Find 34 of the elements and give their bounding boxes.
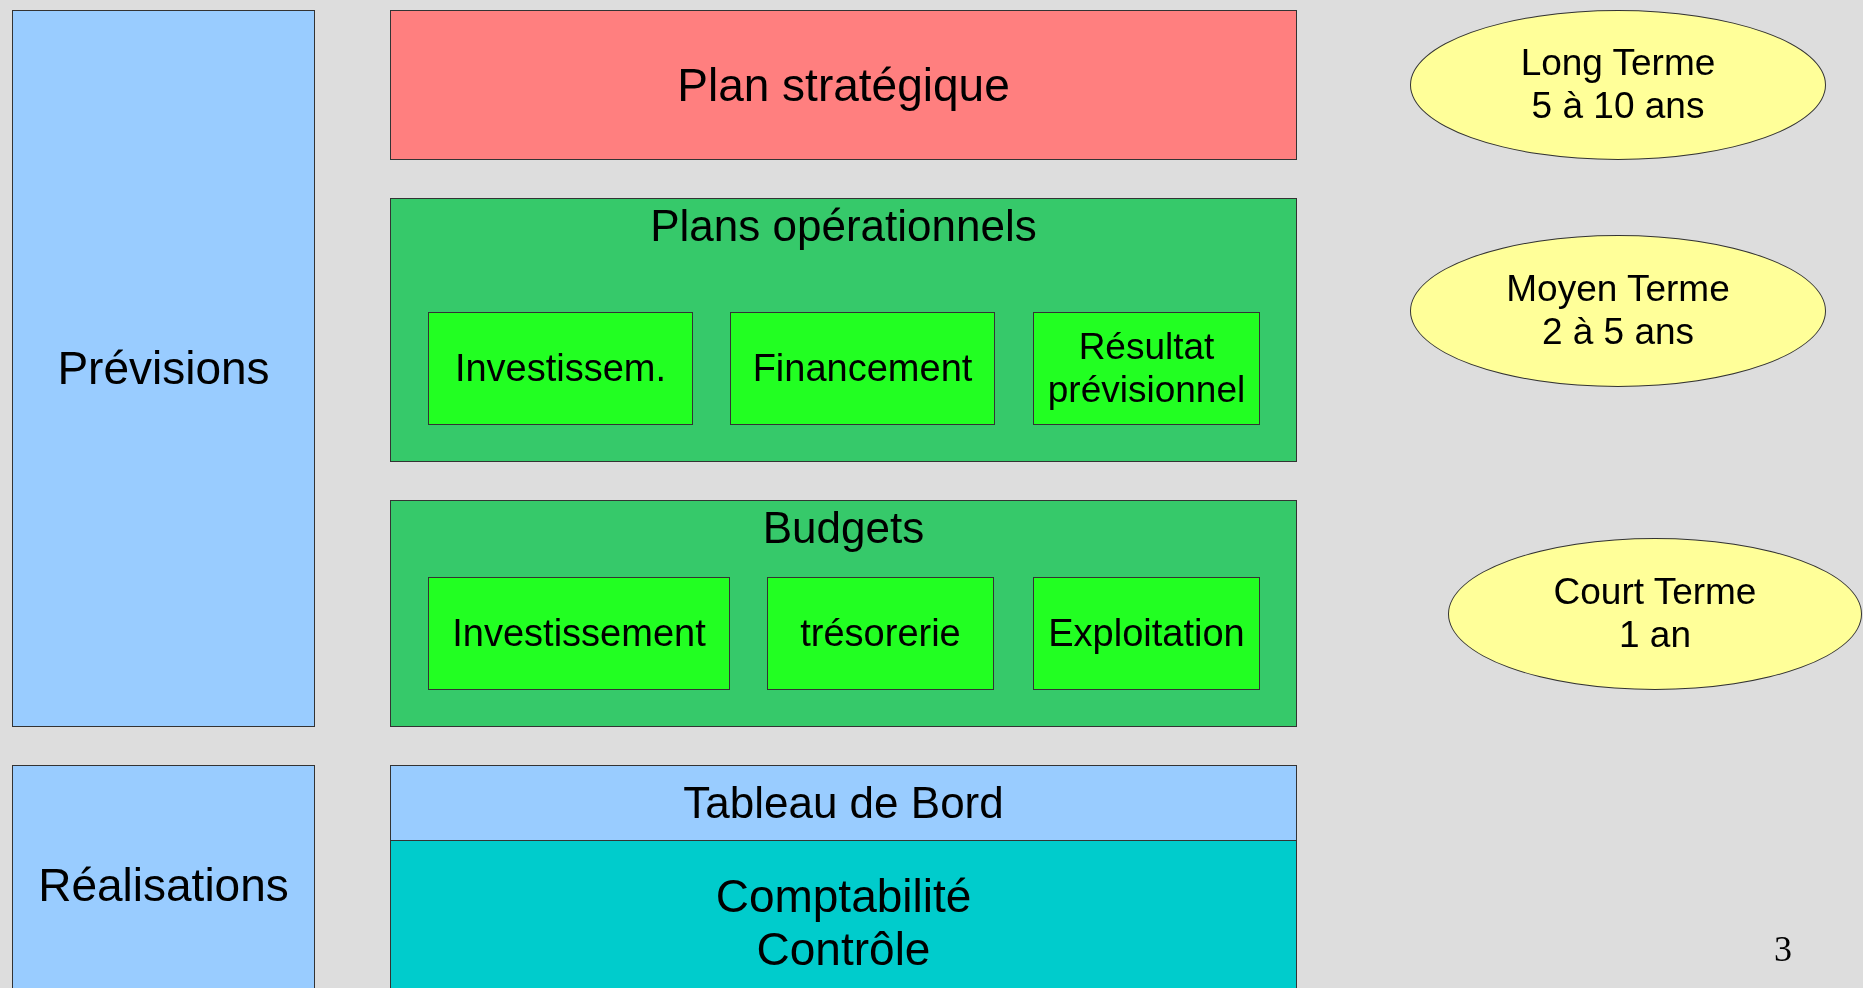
term-label: 2 à 5 ans: [1541, 311, 1695, 354]
box-label: Tableau de Bord: [683, 777, 1004, 829]
term-label: Court Terme: [1553, 571, 1757, 614]
box-label: Financement: [752, 346, 973, 391]
category-panel: [12, 765, 315, 988]
box-label: Comptabilité: [715, 869, 972, 923]
term-label: 1 an: [1619, 614, 1691, 657]
budget-box: [1033, 577, 1260, 690]
box-label: Plan stratégique: [677, 58, 1010, 112]
box-label: Contrôle: [756, 922, 931, 976]
group-heading: Budgets: [762, 503, 925, 554]
box-label: Investissem.: [454, 346, 667, 391]
box-label: Résultat prévisionnel: [1046, 325, 1247, 412]
box-label: Réalisations: [38, 858, 289, 912]
budget-box: [767, 577, 994, 690]
plan-box: [730, 312, 995, 425]
plan-box: [390, 10, 1297, 160]
term-label: Long Terme: [1520, 42, 1716, 85]
report-box: [390, 840, 1297, 988]
plan-box: [1033, 312, 1260, 425]
group-heading: Plans opérationnels: [650, 201, 1037, 252]
box-label: trésorerie: [800, 611, 961, 656]
box-label: Exploitation: [1048, 611, 1245, 656]
report-box: [390, 765, 1297, 841]
budget-group-panel: [390, 500, 1297, 727]
term-label: Moyen Terme: [1506, 268, 1730, 311]
box-label: Investissement: [452, 611, 706, 656]
category-panel: [12, 10, 315, 727]
plan-box: [428, 312, 693, 425]
plan-group-panel: [390, 198, 1297, 462]
budget-box: [428, 577, 730, 690]
page-number: 3: [1774, 928, 1792, 970]
box-label: Prévisions: [57, 342, 270, 395]
term-label: 5 à 10 ans: [1531, 85, 1705, 128]
